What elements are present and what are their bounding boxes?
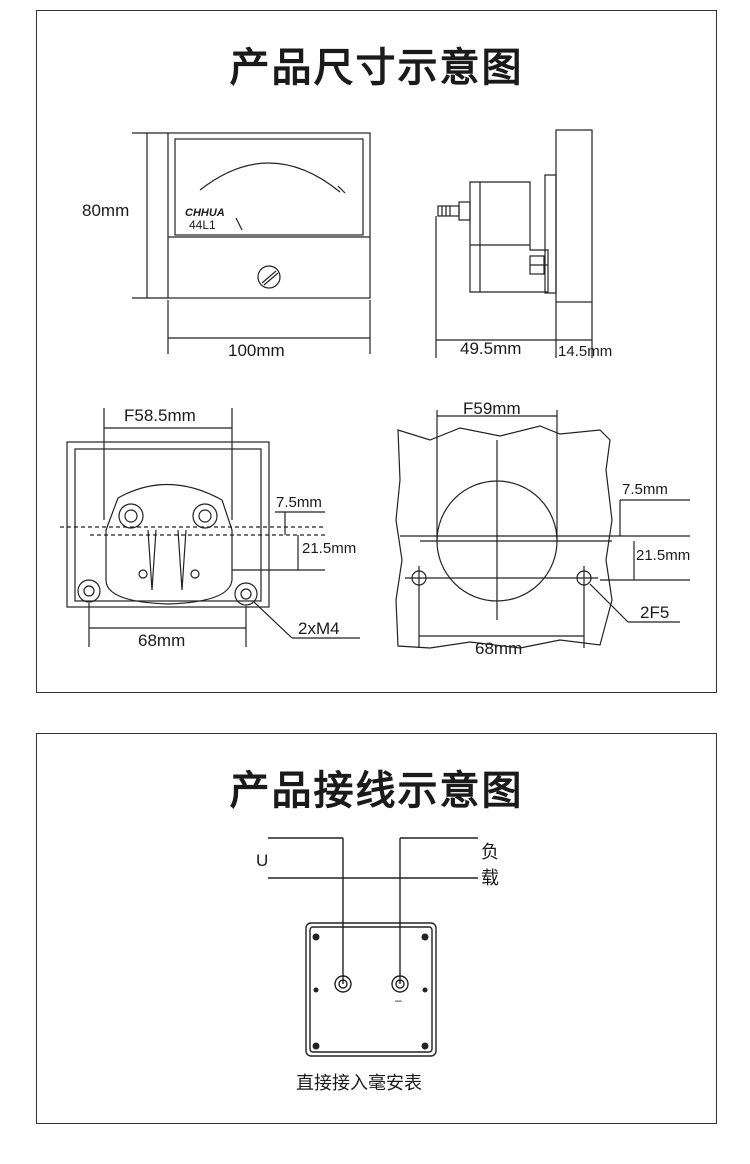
corner-screws xyxy=(312,933,429,1050)
dimension-panel: 产品尺寸示意图 xyxy=(36,10,717,693)
meter-case xyxy=(469,181,549,293)
rear-view xyxy=(60,408,360,647)
dimension-title: 产品尺寸示意图 xyxy=(229,45,524,91)
terminal-stud xyxy=(437,205,460,217)
cutout-fix-label: 2F5 xyxy=(640,603,669,622)
meter-rear-outline xyxy=(305,922,437,1057)
meter-body xyxy=(167,132,371,299)
meter-brand: CHHUA xyxy=(185,207,225,219)
side-depth-label: 49.5mm xyxy=(460,339,521,358)
plus-terminal xyxy=(334,975,352,993)
load-label-2: 载 xyxy=(481,868,499,889)
cutout-gap-label: 21.5mm xyxy=(636,547,690,564)
cutout-offset-label: 7.5mm xyxy=(622,481,668,498)
minus-terminal xyxy=(391,975,409,993)
mount-screw-left xyxy=(77,579,101,603)
wiring-caption: 直接接入毫安表 xyxy=(296,1073,422,1094)
wiring-title: 产品接线示意图 xyxy=(229,768,524,814)
rear-spacing-label: 68mm xyxy=(138,631,185,650)
rear-screw-label: 2xM4 xyxy=(298,619,340,638)
rear-hole-label: F58.5mm xyxy=(124,406,196,425)
side-view xyxy=(435,129,593,358)
cutout-hole-label: F59mm xyxy=(463,399,521,418)
minus-mark: – xyxy=(395,993,402,1007)
rear-terminal-right xyxy=(192,503,218,529)
rear-gap-label: 21.5mm xyxy=(302,540,356,557)
rear-terminal-left xyxy=(118,503,144,529)
rear-case-outline xyxy=(105,483,233,605)
front-view xyxy=(132,132,371,354)
zero-adjust-screw xyxy=(257,265,281,289)
panel-outline xyxy=(395,425,613,649)
wiring-panel: 产品接线示意图 xyxy=(36,733,717,1124)
load-label-1: 负 xyxy=(481,842,499,863)
cutout-spacing-label: 68mm xyxy=(475,639,522,658)
supply-label: U xyxy=(256,851,268,870)
meter-model: 44L1 xyxy=(189,218,216,232)
rear-offset-label: 7.5mm xyxy=(276,494,322,511)
cutout-view xyxy=(395,410,690,649)
front-width-label: 100mm xyxy=(228,341,285,360)
side-flange-label: 14.5mm xyxy=(558,343,612,360)
meter-scale-window xyxy=(174,138,364,236)
rear-body xyxy=(66,441,270,608)
front-height-label: 80mm xyxy=(82,201,129,220)
mount-screw-right xyxy=(234,582,258,606)
scale-arc xyxy=(199,162,341,193)
